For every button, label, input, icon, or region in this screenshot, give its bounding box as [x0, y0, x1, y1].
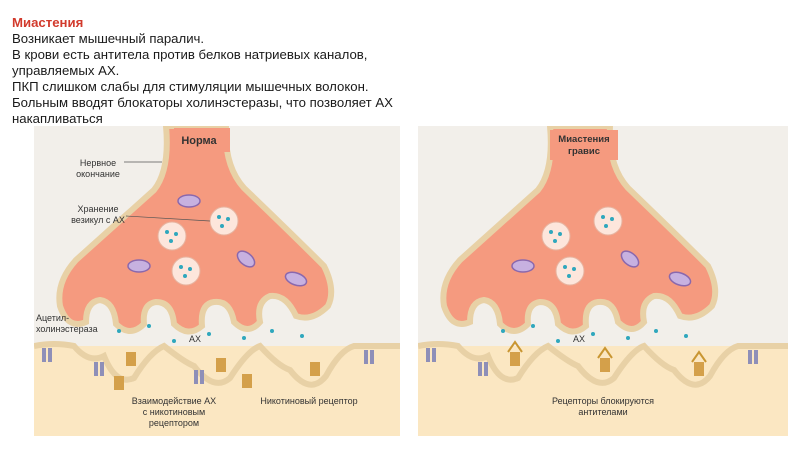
label-interaction-3: рецептором — [149, 418, 199, 428]
nerve-terminal — [440, 126, 719, 335]
title-box — [174, 128, 230, 152]
receptor — [694, 362, 704, 376]
vesicle — [209, 206, 239, 236]
vesicle — [541, 221, 571, 251]
vesicles — [541, 206, 623, 286]
intro-text: Миастения Возникает мышечный паралич. В … — [12, 15, 482, 127]
label-nerve-ending-2: окончание — [76, 169, 120, 179]
receptor — [510, 352, 520, 366]
mitochondrion — [511, 259, 535, 273]
antibody — [507, 340, 523, 353]
postsynaptic-membrane — [34, 341, 400, 388]
label-blocked-2: антителами — [578, 407, 627, 417]
panel-myasthenia: Миастения гравис АХ Рецепторы блокируютс… — [418, 126, 788, 436]
mitochondrion — [127, 259, 151, 273]
receptor — [126, 352, 136, 366]
intro-line-3: управляемых АХ. — [12, 63, 120, 78]
label-nicotinic: Никотиновый рецептор — [260, 396, 357, 406]
antibody — [597, 346, 613, 359]
ach-molecules — [501, 324, 688, 360]
panel-title: Норма — [181, 135, 217, 147]
mitochondria — [511, 250, 692, 287]
title-box — [550, 130, 618, 160]
synapse-myasthenia-diagram: Миастения гравис АХ Рецепторы блокируютс… — [418, 126, 788, 436]
topic-title: Миастения — [12, 15, 84, 30]
mitochondrion — [236, 250, 256, 268]
muscle-fiber — [34, 346, 400, 436]
postsynaptic-membrane — [418, 341, 788, 388]
vesicle — [555, 256, 585, 286]
receptor — [216, 358, 226, 372]
label-interaction-2: с никотиновым — [143, 407, 205, 417]
label-ach: АХ — [573, 334, 585, 344]
label-storage-1: Хранение — [78, 204, 119, 214]
receptor — [600, 358, 610, 372]
panel-title-1: Миастения — [558, 134, 609, 145]
mitochondrion — [668, 271, 692, 287]
receptor — [310, 362, 320, 376]
synapse-normal-diagram: Норма Нервное окончание — [34, 126, 400, 436]
label-ache-1: Ацетил- — [36, 313, 69, 323]
intro-line-2: В крови есть антитела против белков натр… — [12, 47, 368, 62]
panel-normal: Норма Нервное окончание — [34, 126, 400, 436]
intro-line-5: Больным вводят блокаторы холинэстеразы, … — [12, 95, 393, 110]
label-interaction-1: Взаимодействие АХ — [132, 396, 216, 406]
intro-line-4: ПКП слишком слабы для стимуляции мышечны… — [12, 79, 369, 94]
vesicle — [171, 256, 201, 286]
label-ache-2: холинэстераза — [36, 324, 98, 334]
receptor — [114, 376, 124, 390]
acetylcholinesterase — [426, 348, 758, 376]
intro-line-6: накапливаться — [12, 111, 103, 126]
intro-line-1: Возникает мышечный паралич. — [12, 31, 205, 46]
label-ach: АХ — [189, 334, 201, 344]
mitochondria — [127, 194, 308, 287]
vesicle — [157, 221, 187, 251]
acetylcholinesterase — [42, 348, 374, 384]
vesicle — [593, 206, 623, 236]
label-storage-2: везикул с АХ — [71, 215, 125, 225]
mitochondrion — [177, 194, 201, 208]
nerve-terminal — [56, 126, 335, 335]
antibody — [691, 350, 707, 363]
receptor — [242, 374, 252, 388]
blocked-receptors — [507, 340, 707, 376]
label-blocked-1: Рецепторы блокируются — [552, 396, 654, 406]
panel-title-2: гравис — [568, 146, 600, 157]
nicotinic-receptors — [114, 352, 320, 390]
mitochondrion — [284, 271, 308, 287]
label-nerve-ending-1: Нервное — [80, 158, 116, 168]
mitochondrion — [620, 250, 640, 268]
